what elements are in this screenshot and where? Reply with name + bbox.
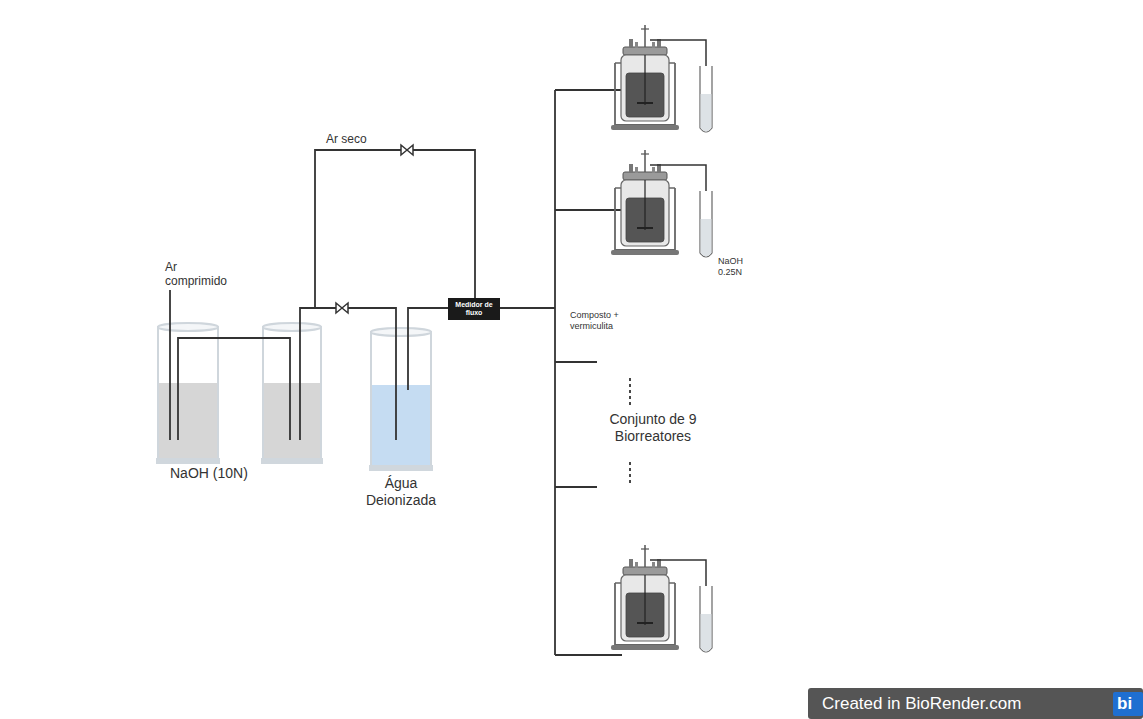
- bioreactor: [611, 25, 679, 650]
- gas-label: Ar comprimido: [165, 260, 235, 289]
- watermark-badge-text: bi: [1117, 694, 1132, 714]
- naoh-trap-tube: [700, 66, 712, 652]
- valve: [336, 145, 413, 313]
- naoh-cylinder: [156, 323, 220, 464]
- watermark-badge: [1113, 692, 1143, 716]
- gas-line: [170, 90, 622, 655]
- reagent-label: NaOH 0.25N: [718, 256, 758, 278]
- substrate-label: Composto + vermiculita: [570, 310, 655, 332]
- group-label: Conjunto de 9 Biorreatores: [596, 410, 710, 446]
- naoh-cylinder: [261, 323, 323, 464]
- watermark-band: [808, 688, 1143, 719]
- exhaust-line: [650, 40, 706, 620]
- watermark-text: Created in BioRender.com: [822, 694, 1021, 714]
- water-cylinder: [369, 328, 433, 471]
- node-text: Medidor de fluxo: [452, 301, 496, 317]
- reagent-label: Água Deionizada: [361, 475, 441, 509]
- reagent-label: NaOH (10N): [170, 465, 248, 482]
- flow-meter-box: Medidor de fluxo: [448, 298, 500, 320]
- gas-label: Ar seco: [326, 132, 367, 146]
